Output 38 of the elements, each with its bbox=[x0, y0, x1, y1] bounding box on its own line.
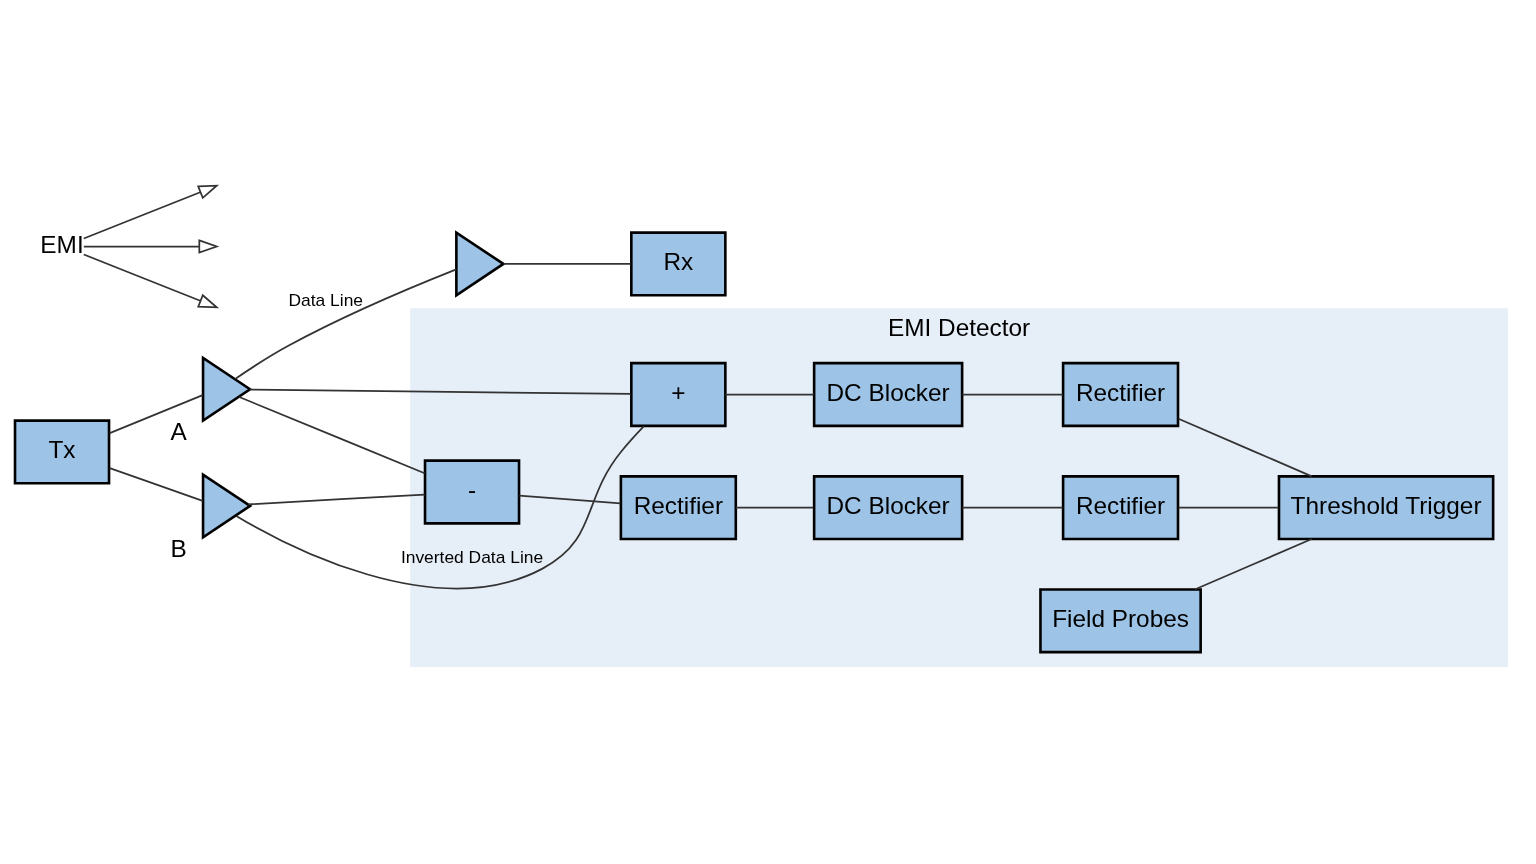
node-box: Field Probes bbox=[1039, 587, 1202, 653]
connector bbox=[1177, 417, 1313, 477]
node-triangle bbox=[201, 355, 253, 423]
connector bbox=[238, 395, 426, 474]
node-text: EMI bbox=[40, 230, 84, 258]
node-box: Rectifier bbox=[619, 474, 738, 540]
connector bbox=[247, 493, 426, 505]
connector bbox=[108, 466, 204, 502]
node-box: Rx bbox=[630, 230, 727, 297]
edge-label: Data Line bbox=[288, 289, 364, 310]
node-label: B bbox=[170, 534, 187, 562]
arrow bbox=[82, 253, 220, 308]
connector bbox=[1177, 506, 1280, 509]
connector bbox=[108, 393, 204, 434]
connector bbox=[961, 393, 1064, 395]
arrow bbox=[82, 238, 220, 254]
node-box: DC Blocker bbox=[812, 474, 964, 540]
node-box: Rectifier bbox=[1061, 474, 1180, 540]
node-box: - bbox=[423, 458, 521, 525]
edge-label: Inverted Data Line bbox=[400, 546, 544, 567]
connector bbox=[248, 388, 632, 395]
node-triangle bbox=[455, 229, 506, 298]
node-box: + bbox=[630, 361, 727, 427]
arrow bbox=[82, 184, 220, 239]
node-box: Tx bbox=[13, 418, 111, 485]
node-label: A bbox=[170, 417, 187, 445]
connector bbox=[724, 393, 815, 395]
connector bbox=[1194, 537, 1313, 590]
connector bbox=[502, 262, 632, 265]
connector bbox=[234, 268, 458, 380]
connector bbox=[235, 425, 645, 589]
connector bbox=[961, 506, 1064, 509]
node-box: Threshold Trigger bbox=[1277, 474, 1495, 540]
connector bbox=[735, 506, 815, 509]
node-triangle bbox=[201, 471, 253, 540]
node-box: DC Blocker bbox=[812, 361, 964, 427]
node-box: Rectifier bbox=[1061, 361, 1180, 427]
connector bbox=[518, 494, 622, 504]
